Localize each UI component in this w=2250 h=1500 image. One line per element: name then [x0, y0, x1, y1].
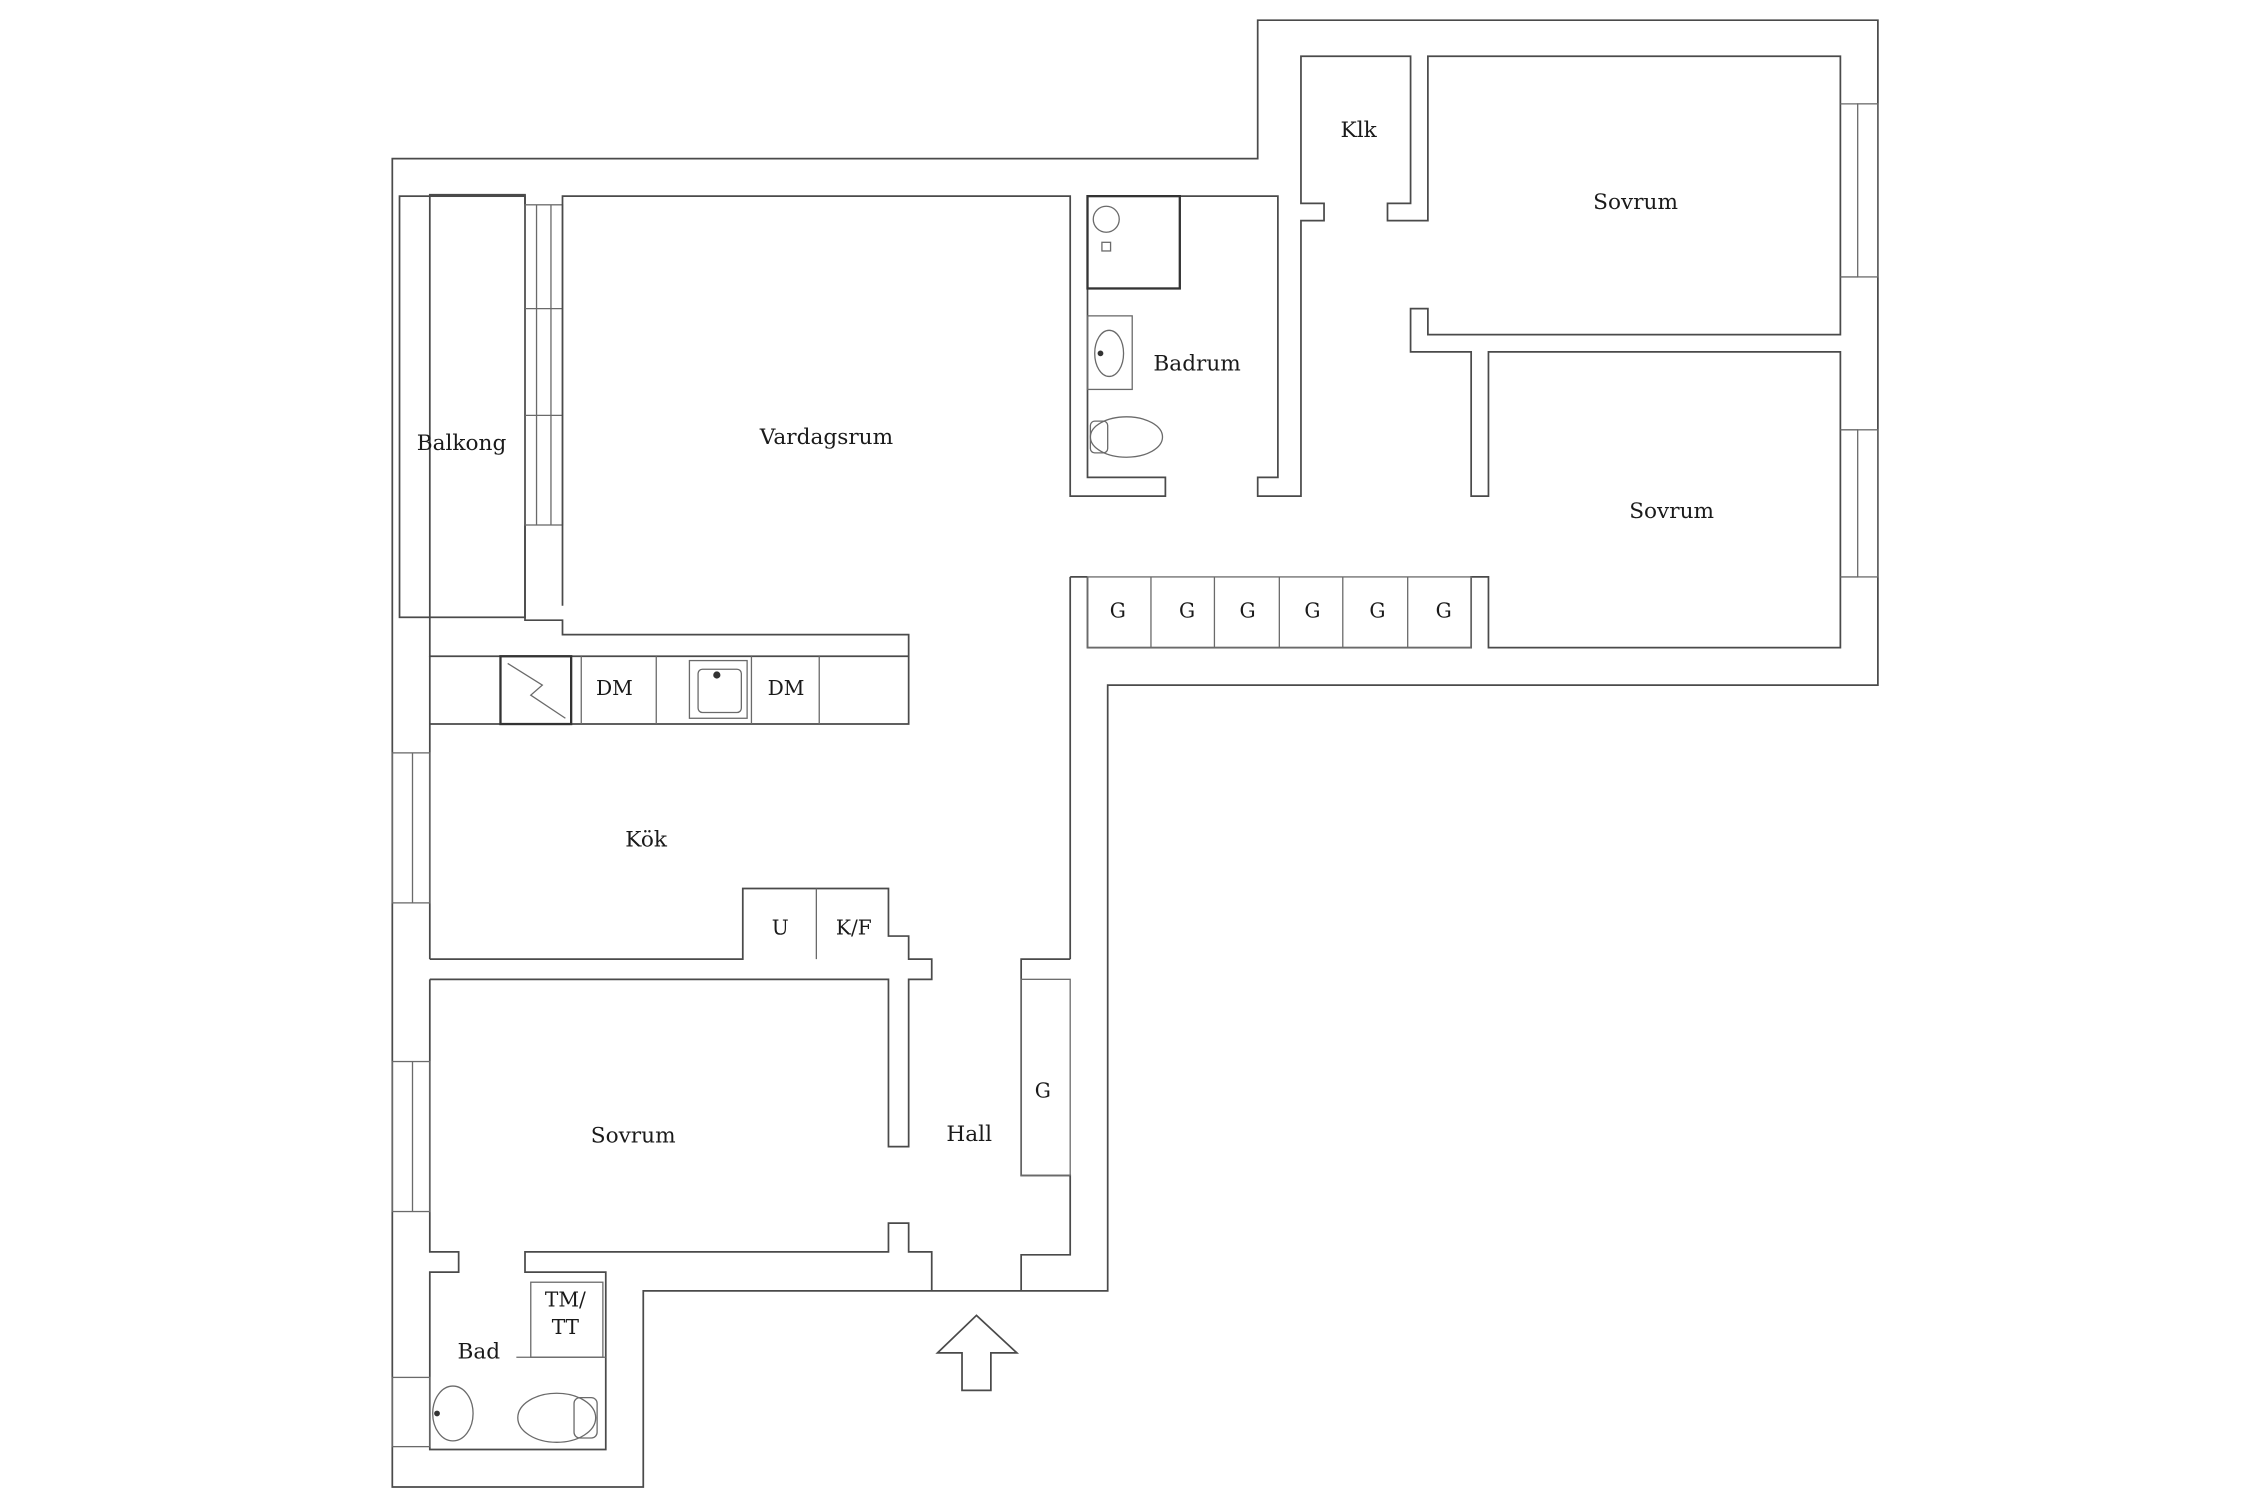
room-label-sovrum-1: Sovrum	[1593, 190, 1678, 215]
label-u: U	[772, 916, 789, 940]
balcony	[398, 195, 564, 619]
bad-area	[391, 1281, 606, 1448]
label-hall-wardrobe: G	[1035, 1079, 1051, 1103]
room-label-badrum: Badrum	[1153, 352, 1240, 377]
room-label-balkong: Balkong	[417, 431, 507, 456]
living-room-walls	[561, 195, 1167, 960]
label-wardrobe-3: G	[1240, 598, 1256, 622]
bad-sink-icon	[432, 1385, 474, 1442]
shower-icon	[1086, 195, 1181, 290]
label-tm: TM/	[545, 1288, 586, 1312]
label-wardrobe-6: G	[1436, 598, 1452, 622]
windows-right	[1840, 103, 1879, 578]
label-wardrobe-5: G	[1369, 598, 1385, 622]
room-label-kok: Kök	[625, 828, 668, 853]
label-tt: TT	[552, 1315, 580, 1339]
label-kf: K/F	[836, 916, 872, 940]
room-label-sovrum-3: Sovrum	[591, 1123, 676, 1148]
kitchen-walls	[391, 655, 933, 1148]
toilet-icon	[1089, 416, 1164, 458]
room-labels: Balkong Vardagsrum Badrum Klk Sovrum Sov…	[417, 118, 1714, 1365]
stove-icon	[499, 655, 573, 726]
label-dm-2: DM	[768, 676, 805, 700]
badrum-area	[1086, 55, 1842, 649]
label-wardrobe-4: G	[1304, 598, 1320, 622]
room-label-bad: Bad	[458, 1340, 501, 1365]
label-wardrobe-2: G	[1179, 598, 1195, 622]
label-dm-1: DM	[596, 676, 633, 700]
hall-walls	[391, 958, 1072, 1451]
wardrobe-row	[1086, 576, 1472, 649]
room-label-klk: Klk	[1341, 118, 1378, 143]
room-label-hall: Hall	[946, 1122, 992, 1147]
fixture-labels: DM DM U K/F TM/ TT G G G G G G G	[545, 598, 1452, 1339]
entrance-arrow-icon	[935, 1314, 1020, 1392]
kitchen-sink-icon	[688, 659, 748, 719]
bad-toilet-icon	[517, 1392, 598, 1443]
sink-icon	[1094, 329, 1125, 378]
room-label-vardagsrum: Vardagsrum	[759, 425, 893, 450]
room-label-sovrum-2: Sovrum	[1629, 499, 1714, 524]
label-wardrobe-1: G	[1110, 598, 1126, 622]
outer-walls	[391, 19, 1879, 1488]
